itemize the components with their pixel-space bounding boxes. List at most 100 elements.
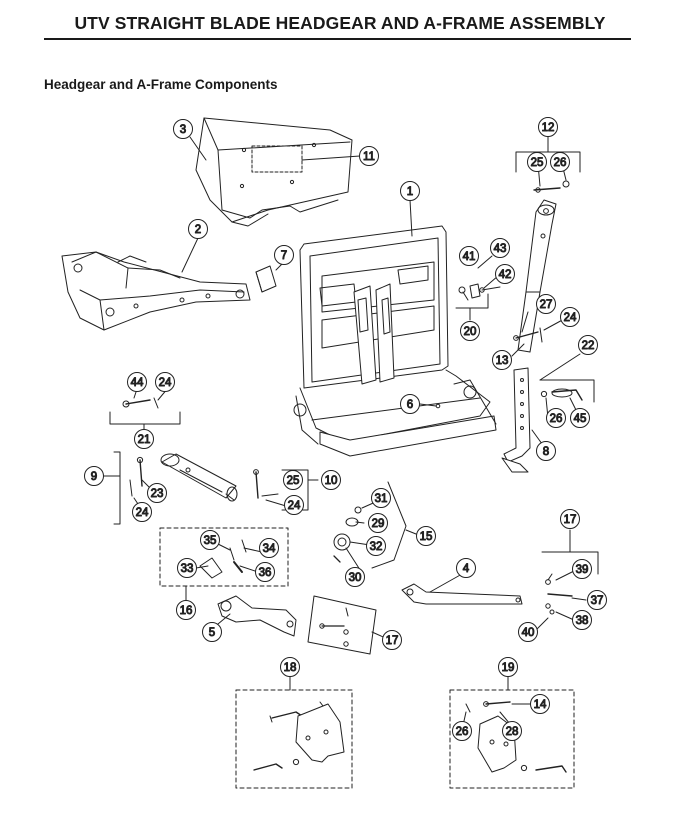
- callout-29: 29: [368, 513, 388, 533]
- callout-25-b: 25: [283, 470, 303, 490]
- callout-11: 11: [359, 146, 379, 166]
- svg-text:14: 14: [534, 699, 547, 711]
- part-main-frame: [293, 225, 497, 457]
- svg-text:19: 19: [502, 662, 515, 674]
- svg-text:43: 43: [494, 243, 507, 255]
- callout-9: 9: [84, 466, 104, 486]
- callout-33: 33: [177, 558, 197, 578]
- callout-25-a: 25: [527, 152, 547, 172]
- callout-39: 39: [572, 559, 592, 579]
- callout-30: 30: [345, 567, 365, 587]
- part-stand-pin: [540, 388, 583, 401]
- part-headgear-cover: [195, 117, 353, 227]
- svg-text:30: 30: [349, 572, 362, 584]
- callout-26-b: 26: [546, 408, 566, 428]
- part-swivel-components: [333, 506, 362, 563]
- svg-text:11: 11: [363, 151, 375, 163]
- svg-text:24: 24: [136, 507, 149, 519]
- callout-45: 45: [570, 408, 590, 428]
- svg-text:9: 9: [91, 471, 97, 483]
- callout-26-c: 26: [452, 721, 472, 741]
- svg-text:38: 38: [576, 615, 589, 627]
- svg-text:22: 22: [582, 340, 595, 352]
- part-bracket: [255, 265, 277, 293]
- svg-text:6: 6: [407, 399, 413, 411]
- svg-text:5: 5: [209, 627, 215, 639]
- callout-24-a: 24: [155, 372, 175, 392]
- callout-22: 22: [578, 335, 598, 355]
- callout-8: 8: [536, 441, 556, 461]
- svg-text:2: 2: [195, 224, 201, 236]
- svg-text:40: 40: [522, 627, 535, 639]
- callout-15: 15: [416, 526, 436, 546]
- callout-5: 5: [202, 622, 222, 642]
- svg-text:20: 20: [464, 326, 477, 338]
- callout-40: 40: [518, 622, 538, 642]
- callout-17-upper: 17: [560, 509, 580, 529]
- callout-37: 37: [587, 590, 607, 610]
- callout-31: 31: [371, 488, 391, 508]
- part-pins-17b: [545, 573, 573, 615]
- svg-text:24: 24: [564, 312, 577, 324]
- svg-text:8: 8: [543, 446, 549, 458]
- callout-41: 41: [459, 246, 479, 266]
- svg-text:41: 41: [463, 251, 476, 263]
- part-lift-tube: [517, 180, 570, 353]
- svg-text:25: 25: [531, 157, 544, 169]
- part-hydraulic-cylinder: [160, 453, 238, 502]
- svg-text:31: 31: [375, 493, 388, 505]
- callout-26-a: 26: [550, 152, 570, 172]
- svg-text:26: 26: [550, 413, 563, 425]
- callout-28: 28: [502, 721, 522, 741]
- svg-text:32: 32: [370, 541, 383, 553]
- svg-text:42: 42: [499, 269, 512, 281]
- callout-38: 38: [572, 610, 592, 630]
- svg-text:23: 23: [151, 488, 164, 500]
- part-pins-17a: [319, 607, 349, 647]
- callout-12: 12: [538, 117, 558, 137]
- callout-layer: 1 2 3 4 5 6 7 8 9 10 11 12 13 14 15 16 1…: [84, 117, 607, 741]
- svg-text:7: 7: [281, 250, 287, 262]
- svg-text:25: 25: [287, 475, 300, 487]
- part-pins-9: [129, 456, 144, 497]
- callout-7: 7: [274, 245, 294, 265]
- part-linkage-bar: [401, 583, 523, 605]
- callout-16: 16: [176, 600, 196, 620]
- callout-34: 34: [259, 538, 279, 558]
- page-title: UTV STRAIGHT BLADE HEADGEAR AND A-FRAME …: [74, 13, 606, 33]
- callout-24-c: 24: [284, 495, 304, 515]
- svg-text:21: 21: [138, 434, 151, 446]
- svg-text:1: 1: [407, 186, 413, 198]
- part-a-frame: [61, 251, 251, 331]
- callout-36: 36: [255, 562, 275, 582]
- svg-text:26: 26: [456, 726, 469, 738]
- callout-27: 27: [536, 294, 556, 314]
- part-small-hardware-20: [458, 283, 501, 299]
- svg-text:24: 24: [159, 377, 172, 389]
- callout-10: 10: [321, 470, 341, 490]
- part-stand-leg: [501, 367, 531, 473]
- svg-text:12: 12: [542, 122, 555, 134]
- svg-text:17: 17: [564, 514, 577, 526]
- callout-13: 13: [492, 350, 512, 370]
- svg-text:4: 4: [463, 563, 470, 575]
- callout-21: 21: [134, 429, 154, 449]
- callout-19: 19: [498, 657, 518, 677]
- part-pin-10: [253, 469, 279, 499]
- svg-text:36: 36: [259, 567, 272, 579]
- section-heading: Headgear and A-Frame Components: [44, 77, 278, 92]
- svg-text:37: 37: [591, 595, 604, 607]
- svg-text:33: 33: [181, 563, 194, 575]
- callout-20: 20: [460, 321, 480, 341]
- part-pivot-arm: [217, 595, 297, 637]
- callout-35: 35: [200, 530, 220, 550]
- svg-text:34: 34: [263, 543, 276, 555]
- svg-text:18: 18: [284, 662, 297, 674]
- callout-43: 43: [490, 238, 510, 258]
- callout-3: 3: [173, 119, 193, 139]
- callout-18: 18: [280, 657, 300, 677]
- svg-text:44: 44: [131, 377, 144, 389]
- part-assembly-18: [253, 701, 345, 771]
- svg-text:13: 13: [496, 355, 509, 367]
